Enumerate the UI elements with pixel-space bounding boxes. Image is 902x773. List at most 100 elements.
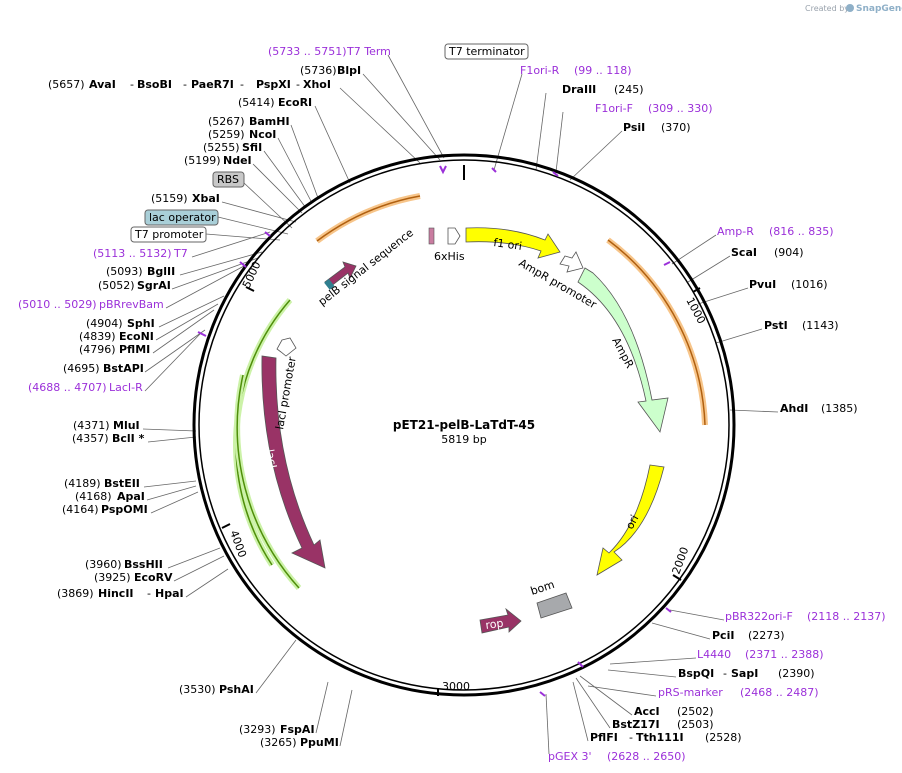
feature-label-f1-ori: f1 ori [493, 236, 523, 253]
plasmid-backbone-outer [192, 153, 736, 697]
site-label: PvuI [749, 278, 776, 291]
site-label: (1016) [791, 278, 828, 291]
leader-line [165, 265, 245, 309]
leader-line [243, 182, 293, 229]
site-label: (5267) [208, 115, 245, 128]
leader-line [387, 54, 445, 159]
site-label: BclI * [112, 432, 145, 445]
primer-mark-pgex3 [539, 691, 546, 697]
leader-line [150, 491, 199, 514]
watermark-brand: SnapGene [856, 4, 902, 14]
site-label: - [723, 667, 727, 680]
leader-line [339, 87, 421, 164]
site-label: pRS-marker [658, 686, 723, 699]
site-label: PstI [764, 319, 788, 332]
tick-label-4000: 4000 [227, 529, 249, 560]
site-label: SfiI [242, 141, 262, 154]
leader-line [142, 428, 197, 432]
site-label: (370) [661, 121, 691, 134]
site-label: (5159) [151, 192, 188, 205]
feature-laci [261, 355, 326, 569]
site-label: (4164) [62, 503, 99, 516]
feature-ori [596, 464, 665, 576]
box-label-t7-terminator: T7 terminator [448, 45, 525, 58]
site-label: (4371) [73, 419, 110, 432]
tick-1000 [692, 287, 701, 293]
site-label: (2118 .. 2137) [807, 610, 886, 623]
primer-marks [197, 165, 672, 697]
site-label: (4357) [72, 432, 109, 445]
leader-line [171, 257, 259, 290]
leader-line [315, 681, 329, 734]
primer-mark-f1ori-r [491, 167, 497, 173]
site-labels: (5733 .. 5751)T7 Term(5736)BlpI(5657)Ava… [18, 45, 886, 763]
site-label: (3869) [57, 587, 94, 600]
site-label: (4904) [86, 317, 123, 330]
label-leader-lines [142, 54, 779, 755]
leader-line [579, 675, 633, 716]
site-label: (5010 .. 5029) [18, 298, 97, 311]
leader-line [144, 333, 201, 392]
leader-line [255, 639, 297, 694]
feature-label-ori: ori [623, 513, 641, 532]
leader-line [609, 657, 697, 665]
site-label: (4695) [63, 362, 100, 375]
site-label: BglII [147, 265, 175, 278]
leader-line [572, 681, 589, 742]
feature-bom [536, 592, 573, 619]
site-label: - [147, 587, 151, 600]
site-label: (2468 .. 2487) [740, 686, 819, 699]
site-label: (2390) [778, 667, 815, 680]
site-label: (4189) [64, 477, 101, 490]
feature-label-laci-promoter: lacI promoter [273, 355, 299, 430]
site-label: PciI [712, 629, 734, 642]
annotation-arcs [233, 193, 708, 591]
feature-rop [479, 607, 522, 634]
site-label: SapI [731, 667, 758, 680]
site-label: (3265) [260, 736, 297, 749]
laci-arc-inner-line [236, 374, 300, 589]
site-label: (2628 .. 2650) [607, 750, 686, 763]
site-label: (5199) [184, 154, 221, 167]
site-label: BstAPI [103, 362, 144, 375]
site-label: (5657) [48, 78, 85, 91]
feature-lac-operator-mark [324, 279, 335, 290]
site-label: (5414) [238, 96, 275, 109]
leader-line [144, 329, 206, 373]
site-label: - [183, 78, 187, 91]
site-label: PflFI [590, 731, 618, 744]
site-label: (1143) [802, 319, 839, 332]
site-label: XhoI [303, 78, 331, 91]
site-label: (3925) [94, 571, 131, 584]
site-label: - [240, 78, 244, 91]
site-label: LacI-R [109, 381, 143, 394]
leader-line [671, 234, 717, 265]
primer-mark-l4440 [577, 661, 584, 668]
leader-line [607, 669, 677, 678]
site-label: (3960) [85, 558, 122, 571]
site-label: (1385) [821, 402, 858, 415]
leader-line [277, 137, 313, 204]
leader-line [545, 693, 550, 755]
feature-label-6xhis: 6xHis [434, 250, 465, 263]
site-label: (309 .. 330) [648, 102, 713, 115]
site-label: (3293) [239, 723, 276, 736]
leader-line [314, 105, 351, 184]
site-label: (5113 .. 5132) [93, 247, 172, 260]
site-label: (5052) [98, 279, 135, 292]
site-label: (4688 .. 4707) [28, 381, 107, 394]
leader-line [651, 622, 711, 640]
site-label: (5733 .. 5751) [268, 45, 347, 58]
site-label: ApaI [117, 490, 145, 503]
leader-line [158, 295, 225, 328]
site-label: PspOMI [101, 503, 148, 516]
tick-labels: 1000 2000 3000 4000 5000 [227, 259, 708, 693]
box-label-lac-operator: lac operator [149, 211, 216, 224]
leader-line [535, 92, 547, 171]
primer-mark-pbr322ori-f [665, 607, 672, 613]
site-label: PpuMI [300, 736, 339, 749]
primer-mark-t7term [439, 165, 447, 175]
feature-laci-promoter [276, 337, 297, 357]
leader-line [167, 547, 221, 569]
site-label: SphI [127, 317, 155, 330]
